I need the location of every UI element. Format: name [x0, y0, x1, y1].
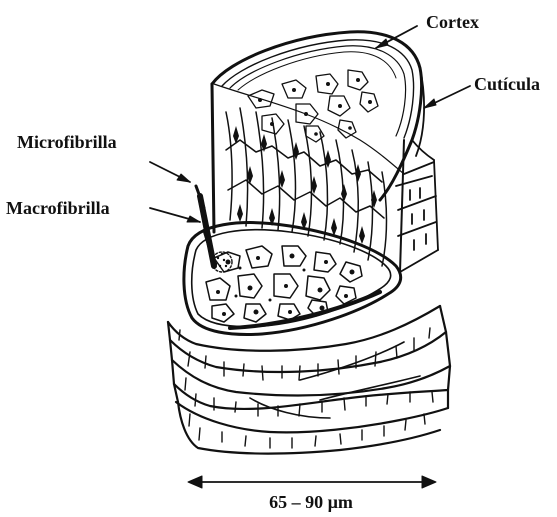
scale-bar-label: 65 – 90 µm [269, 492, 353, 512]
label-cuticula: Cutícula [474, 74, 540, 94]
cuticle-scales-lower [168, 306, 450, 454]
scale-bar [188, 476, 436, 488]
label-microfibrilla: Microfibrilla [17, 132, 117, 152]
label-cortex: Cortex [426, 12, 479, 32]
fibril-rods [196, 186, 214, 266]
cross-section [184, 223, 401, 335]
hair-fiber-illustration [150, 26, 470, 488]
label-macrofibrilla: Macrofibrilla [6, 198, 110, 218]
